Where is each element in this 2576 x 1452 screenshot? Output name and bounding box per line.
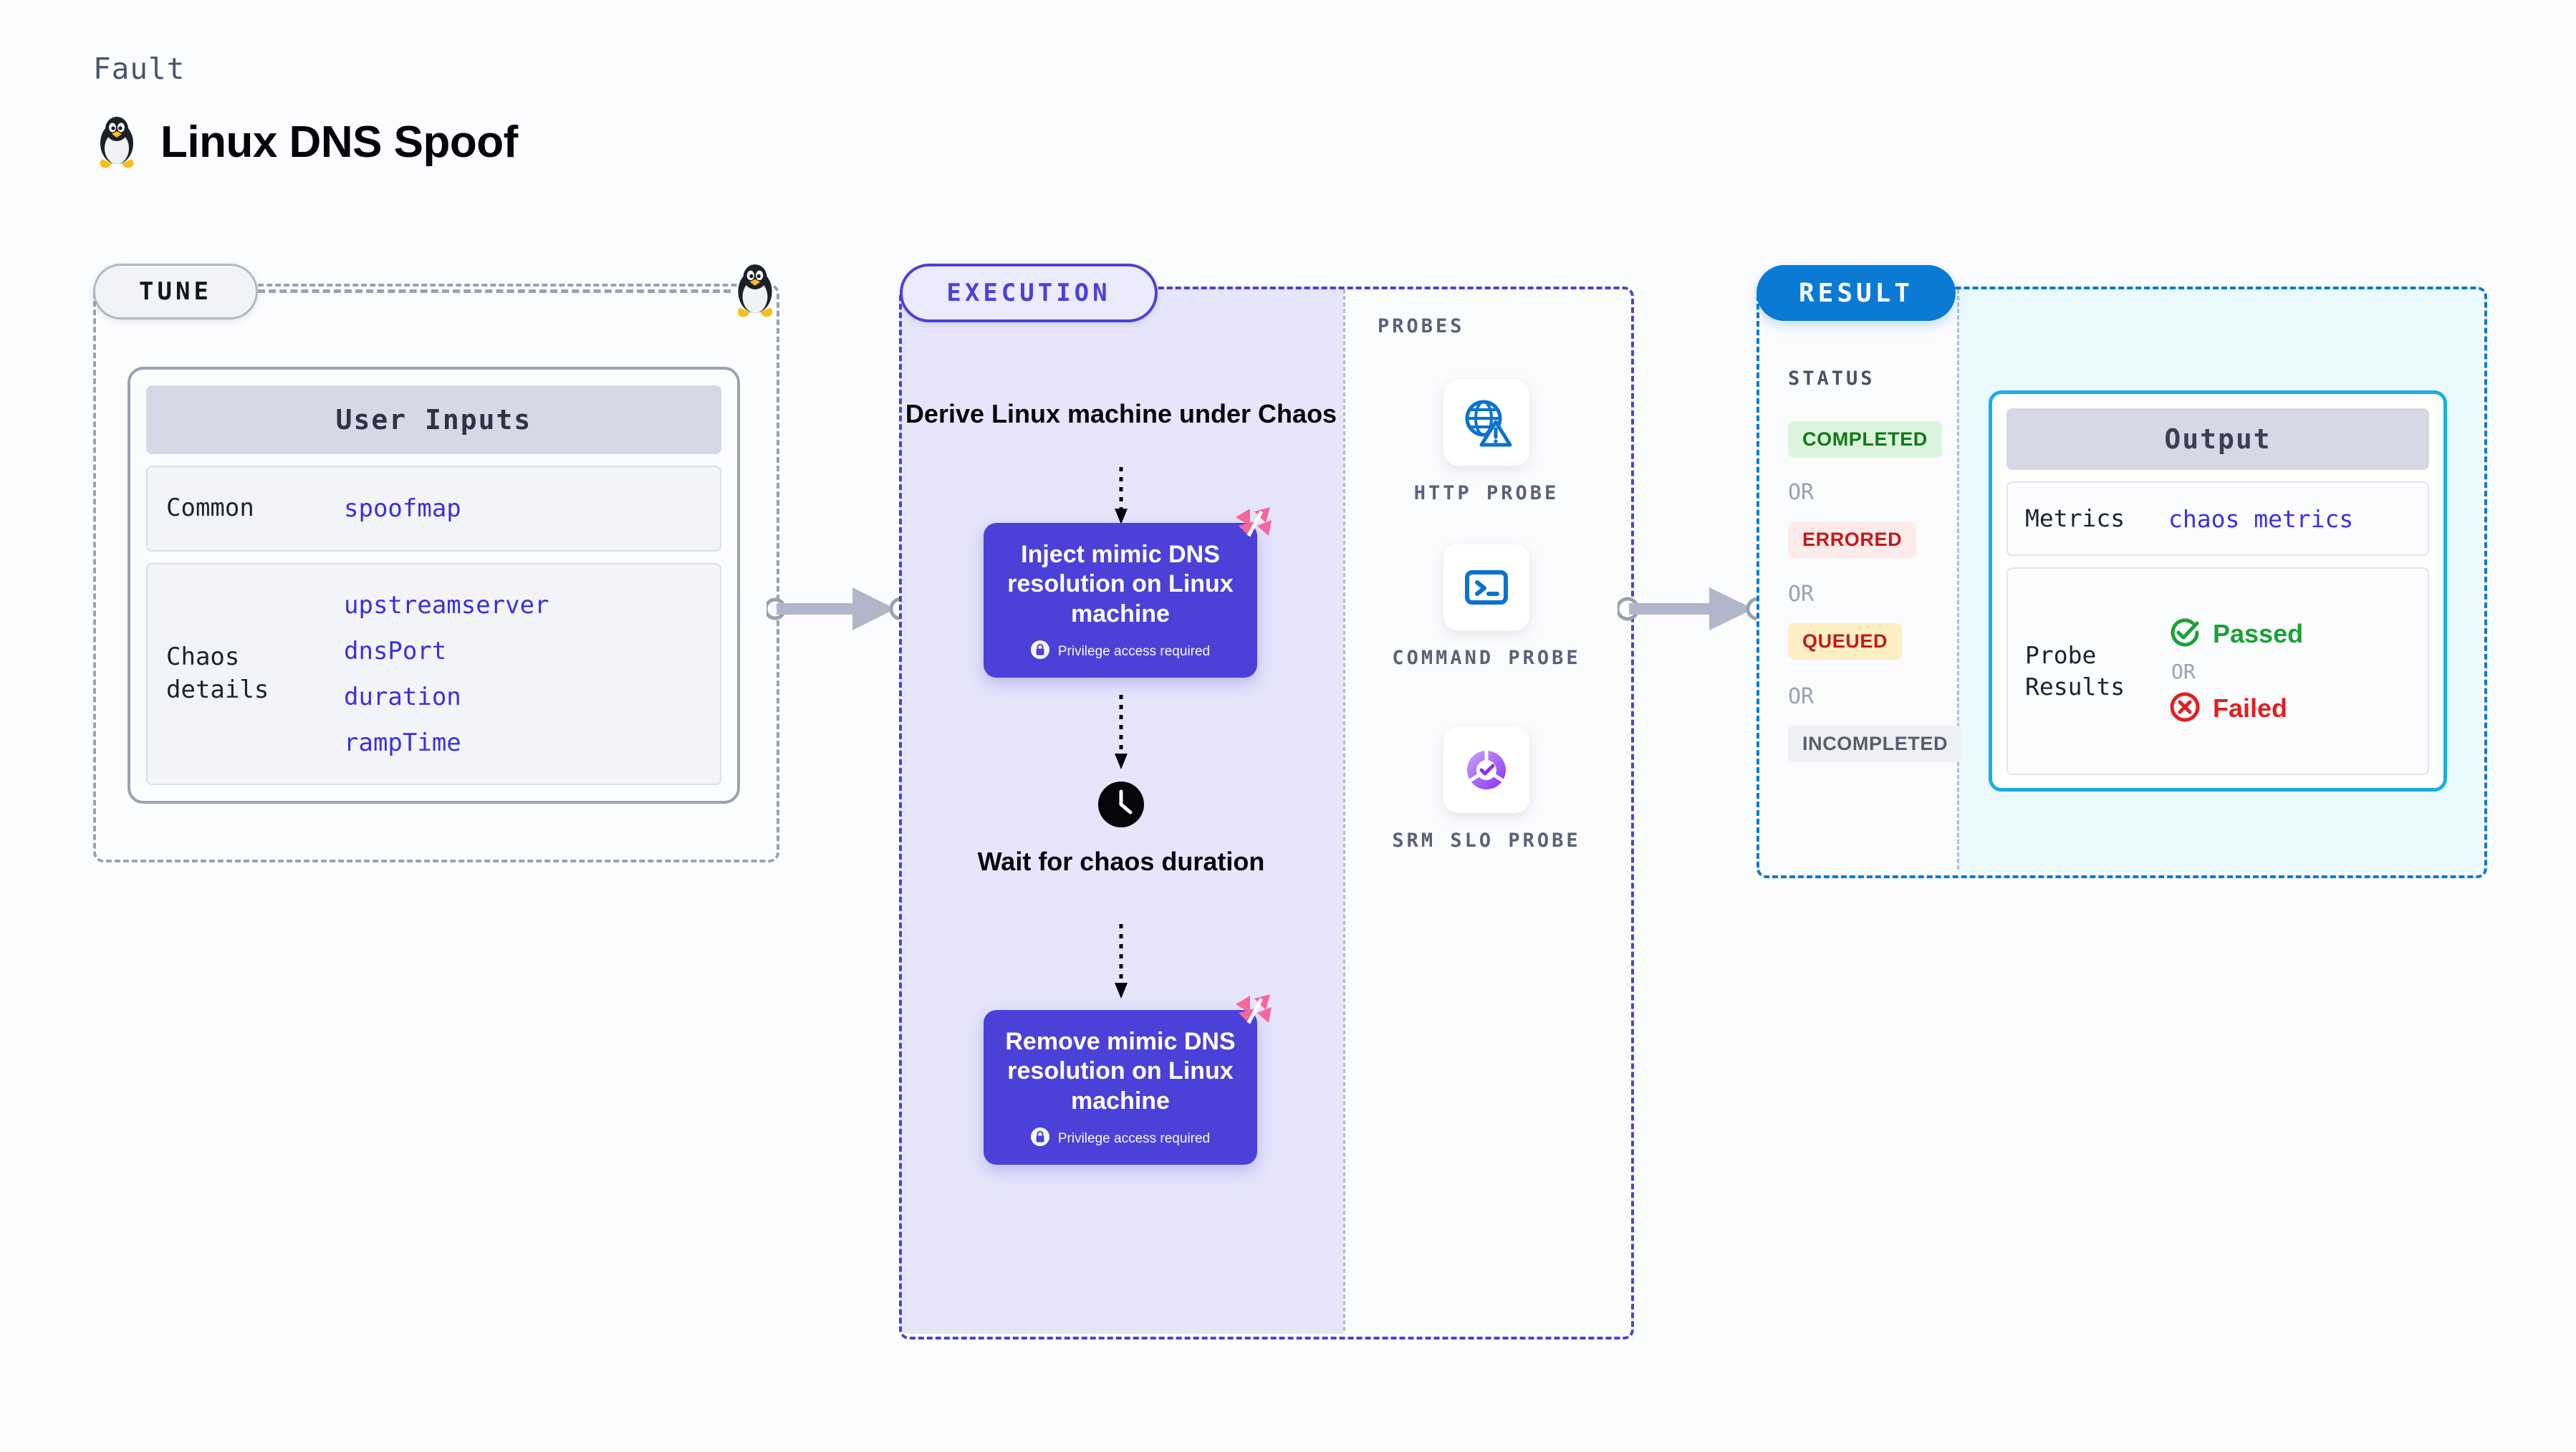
connector-tune-to-execution [766,573,910,645]
output-metrics-value[interactable]: chaos metrics [2168,504,2354,533]
tune-row-chaos-values: upstreamserver dnsPort duration rampTime [344,591,549,757]
output-metrics-label: Metrics [2025,504,2125,533]
probe-result-failed-label: Failed [2213,693,2288,723]
user-inputs-card-header: User Inputs [146,385,721,454]
tune-section-badge: TUNE [93,264,258,319]
probe-item-command[interactable]: COMMAND PROBE [1372,544,1601,671]
tune-param-spoofmap[interactable]: spoofmap [344,494,461,523]
tune-param-dnsport[interactable]: dnsPort [344,637,447,665]
probe-item-http-caption: HTTP PROBE [1413,482,1559,504]
output-probe-results-label: Probe Results [2025,641,2125,701]
check-circle-icon [2168,616,2201,653]
lock-icon [1030,1128,1049,1150]
harness-logo-icon [1233,991,1274,1037]
probe-result-passed: Passed [2168,616,2303,653]
terminal-prompt-icon [1443,544,1529,630]
inject-node-title: Inject mimic DNS resolution on Linux mac… [1007,541,1234,628]
result-status-panel-fill [1756,287,1957,872]
inject-fault-node[interactable]: Inject mimic DNS resolution on Linux mac… [984,507,1272,678]
arrow-inject-to-wait [1110,695,1132,774]
remove-fault-node[interactable]: Remove mimic DNS resolution on Linux mac… [984,994,1272,1165]
tune-param-ramptime[interactable]: rampTime [344,729,461,757]
output-probe-results-values: Passed OR Failed [2168,616,2303,727]
status-or-label: OR [1788,684,1815,709]
status-or-label: OR [1788,480,1815,505]
status-badge-incompleted: INCOMPLETED [1788,726,1963,762]
fault-title: Linux DNS Spoof [160,117,518,167]
status-badge-errored: ERRORED [1788,521,1917,558]
linux-penguin-icon-small [732,262,778,318]
output-row-probe-results: Probe Results Passed OR [2007,567,2429,775]
clock-icon [1097,781,1145,832]
probe-item-srm-slo[interactable]: SRM SLO PROBE [1372,727,1601,854]
tune-param-duration[interactable]: duration [344,683,461,711]
execution-section-badge: EXECUTION [900,264,1158,322]
execution-flow: Derive Linux machine under Chaos Inject … [899,287,1343,1334]
arrow-wait-to-remove [1110,924,1132,1004]
lock-icon [1030,640,1049,663]
status-badge-queued: QUEUED [1788,623,1903,660]
status-or-label: OR [1788,582,1815,607]
probes-divider [1343,289,1345,1331]
output-card: Output Metrics chaos metrics Probe Resul… [1989,390,2447,792]
probe-result-passed-label: Passed [2213,619,2304,648]
probe-result-failed: Failed [2168,691,2303,727]
probes-section-label: PROBES [1378,315,1465,337]
connector-execution-to-result [1618,573,1768,645]
remove-node-title: Remove mimic DNS resolution on Linux mac… [1005,1028,1236,1115]
result-divider [1957,289,1959,870]
result-section-container [1756,287,2487,878]
probe-item-command-caption: COMMAND PROBE [1392,647,1581,669]
linux-penguin-icon [95,115,139,169]
result-section-badge: RESULT [1756,265,1956,321]
inject-node-privilege-note: Privilege access required [999,640,1241,663]
tune-to-platform-dashed-line [258,289,731,293]
wait-step-label: Wait for chaos duration [977,847,1265,876]
tune-row-chaos-label: Chaos details [166,643,269,704]
tune-row-chaos-details: Chaos details upstreamserver dnsPort dur… [146,563,721,785]
execution-section-container [899,287,1634,1340]
remove-node-privilege-note: Privilege access required [999,1128,1241,1150]
globe-warning-icon [1443,380,1529,466]
status-column-label: STATUS [1788,367,1875,390]
tune-row-common-values: spoofmap [344,494,461,523]
remove-node-privilege-text: Privilege access required [1057,1131,1211,1147]
tune-section-container [93,284,779,862]
fault-kicker-label: Fault [93,52,186,86]
x-circle-icon [2168,691,2201,727]
inject-node-privilege-text: Privilege access required [1057,644,1211,660]
harness-logo-icon [1233,504,1274,549]
output-row-metrics: Metrics chaos metrics [2007,481,2429,556]
fault-title-row: Linux DNS Spoof [95,115,518,169]
output-card-header: Output [2007,408,2429,470]
tune-row-common: Common spoofmap [146,466,721,552]
user-inputs-card: User Inputs Common spoofmap Chaos detail… [128,367,740,804]
tune-param-upstreamserver[interactable]: upstreamserver [344,591,549,620]
derive-step-label: Derive Linux machine under Chaos [905,399,1337,428]
probe-item-srm-slo-caption: SRM SLO PROBE [1392,830,1581,852]
arrow-derive-to-inject [1110,467,1132,529]
probe-result-or-label: OR [2171,659,2196,683]
tune-row-common-label: Common [166,494,254,523]
probe-item-http[interactable]: HTTP PROBE [1372,380,1601,506]
slo-check-donut-icon [1443,727,1529,813]
status-badge-completed: COMPLETED [1788,421,1942,458]
